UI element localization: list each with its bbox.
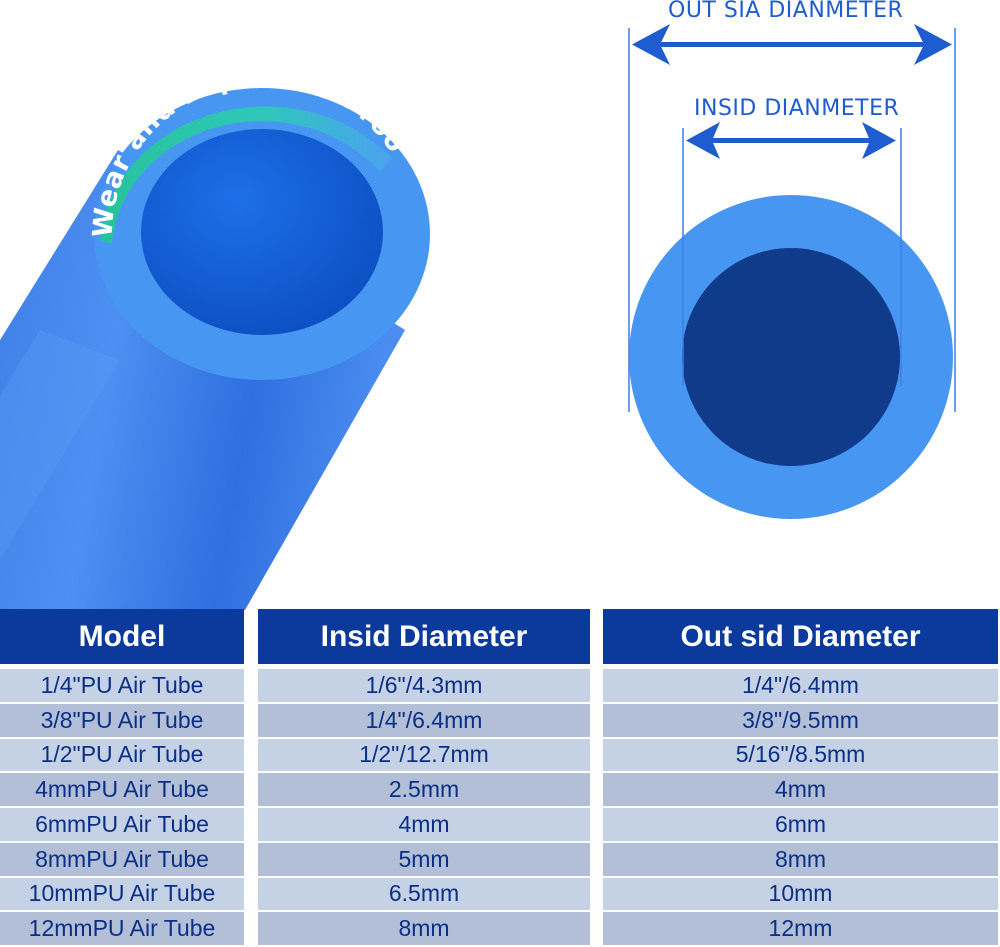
inside-diameter-cell: 4mm bbox=[258, 806, 590, 841]
model-cell: 3/8"PU Air Tube bbox=[0, 701, 244, 737]
outside-diameter-cell: 6mm bbox=[603, 806, 998, 841]
model-cell: 8mmPU Air Tube bbox=[0, 840, 244, 876]
model-column: Model 1/4"PU Air Tube 3/8"PU Air Tube 1/… bbox=[0, 609, 244, 945]
outside-diameter-header: Out sid Diameter bbox=[603, 609, 998, 664]
outside-diameter-cell: 5/16"/8.5mm bbox=[603, 736, 998, 772]
model-cell: 12mmPU Air Tube bbox=[0, 910, 244, 945]
outside-diameter-cell: 4mm bbox=[603, 771, 998, 806]
outside-diameter-cell: 8mm bbox=[603, 840, 998, 876]
inside-diameter-cell: 1/6"/4.3mm bbox=[258, 667, 590, 702]
model-cell: 10mmPU Air Tube bbox=[0, 875, 244, 911]
tube-hole bbox=[141, 129, 383, 335]
inner-diameter-label: INSID DIANMETER bbox=[694, 96, 900, 121]
inside-diameter-cell: 1/2"/12.7mm bbox=[258, 736, 590, 772]
inside-diameter-header: Insid Diameter bbox=[258, 609, 590, 664]
outer-diameter-label: OUT SIA DIANMETER bbox=[668, 0, 904, 23]
model-cell: 1/4"PU Air Tube bbox=[0, 667, 244, 702]
inside-diameter-cell: 6.5mm bbox=[258, 875, 590, 911]
model-cell: 4mmPU Air Tube bbox=[0, 771, 244, 806]
inside-diameter-column: Insid Diameter 1/6"/4.3mm 1/4"/6.4mm 1/2… bbox=[258, 609, 590, 945]
outside-diameter-cell: 3/8"/9.5mm bbox=[603, 701, 998, 737]
inside-diameter-cell: 8mm bbox=[258, 910, 590, 945]
inside-diameter-cell: 5mm bbox=[258, 840, 590, 876]
inner-diameter-arrow bbox=[686, 122, 896, 159]
tube-illustration: Wear and Explosion-Proof bbox=[0, 24, 956, 610]
inner-diameter-circle bbox=[682, 248, 900, 466]
outside-diameter-cell: 1/4"/6.4mm bbox=[603, 667, 998, 702]
model-cell: 1/2"PU Air Tube bbox=[0, 736, 244, 772]
outside-diameter-column: Out sid Diameter 1/4"/6.4mm 3/8"/9.5mm 5… bbox=[603, 609, 998, 945]
outside-diameter-cell: 10mm bbox=[603, 875, 998, 911]
model-header: Model bbox=[0, 609, 244, 664]
model-cell: 6mmPU Air Tube bbox=[0, 806, 244, 841]
inside-diameter-cell: 1/4"/6.4mm bbox=[258, 701, 590, 737]
outer-diameter-arrow bbox=[632, 24, 952, 65]
outside-diameter-cell: 12mm bbox=[603, 910, 998, 945]
inside-diameter-cell: 2.5mm bbox=[258, 771, 590, 806]
